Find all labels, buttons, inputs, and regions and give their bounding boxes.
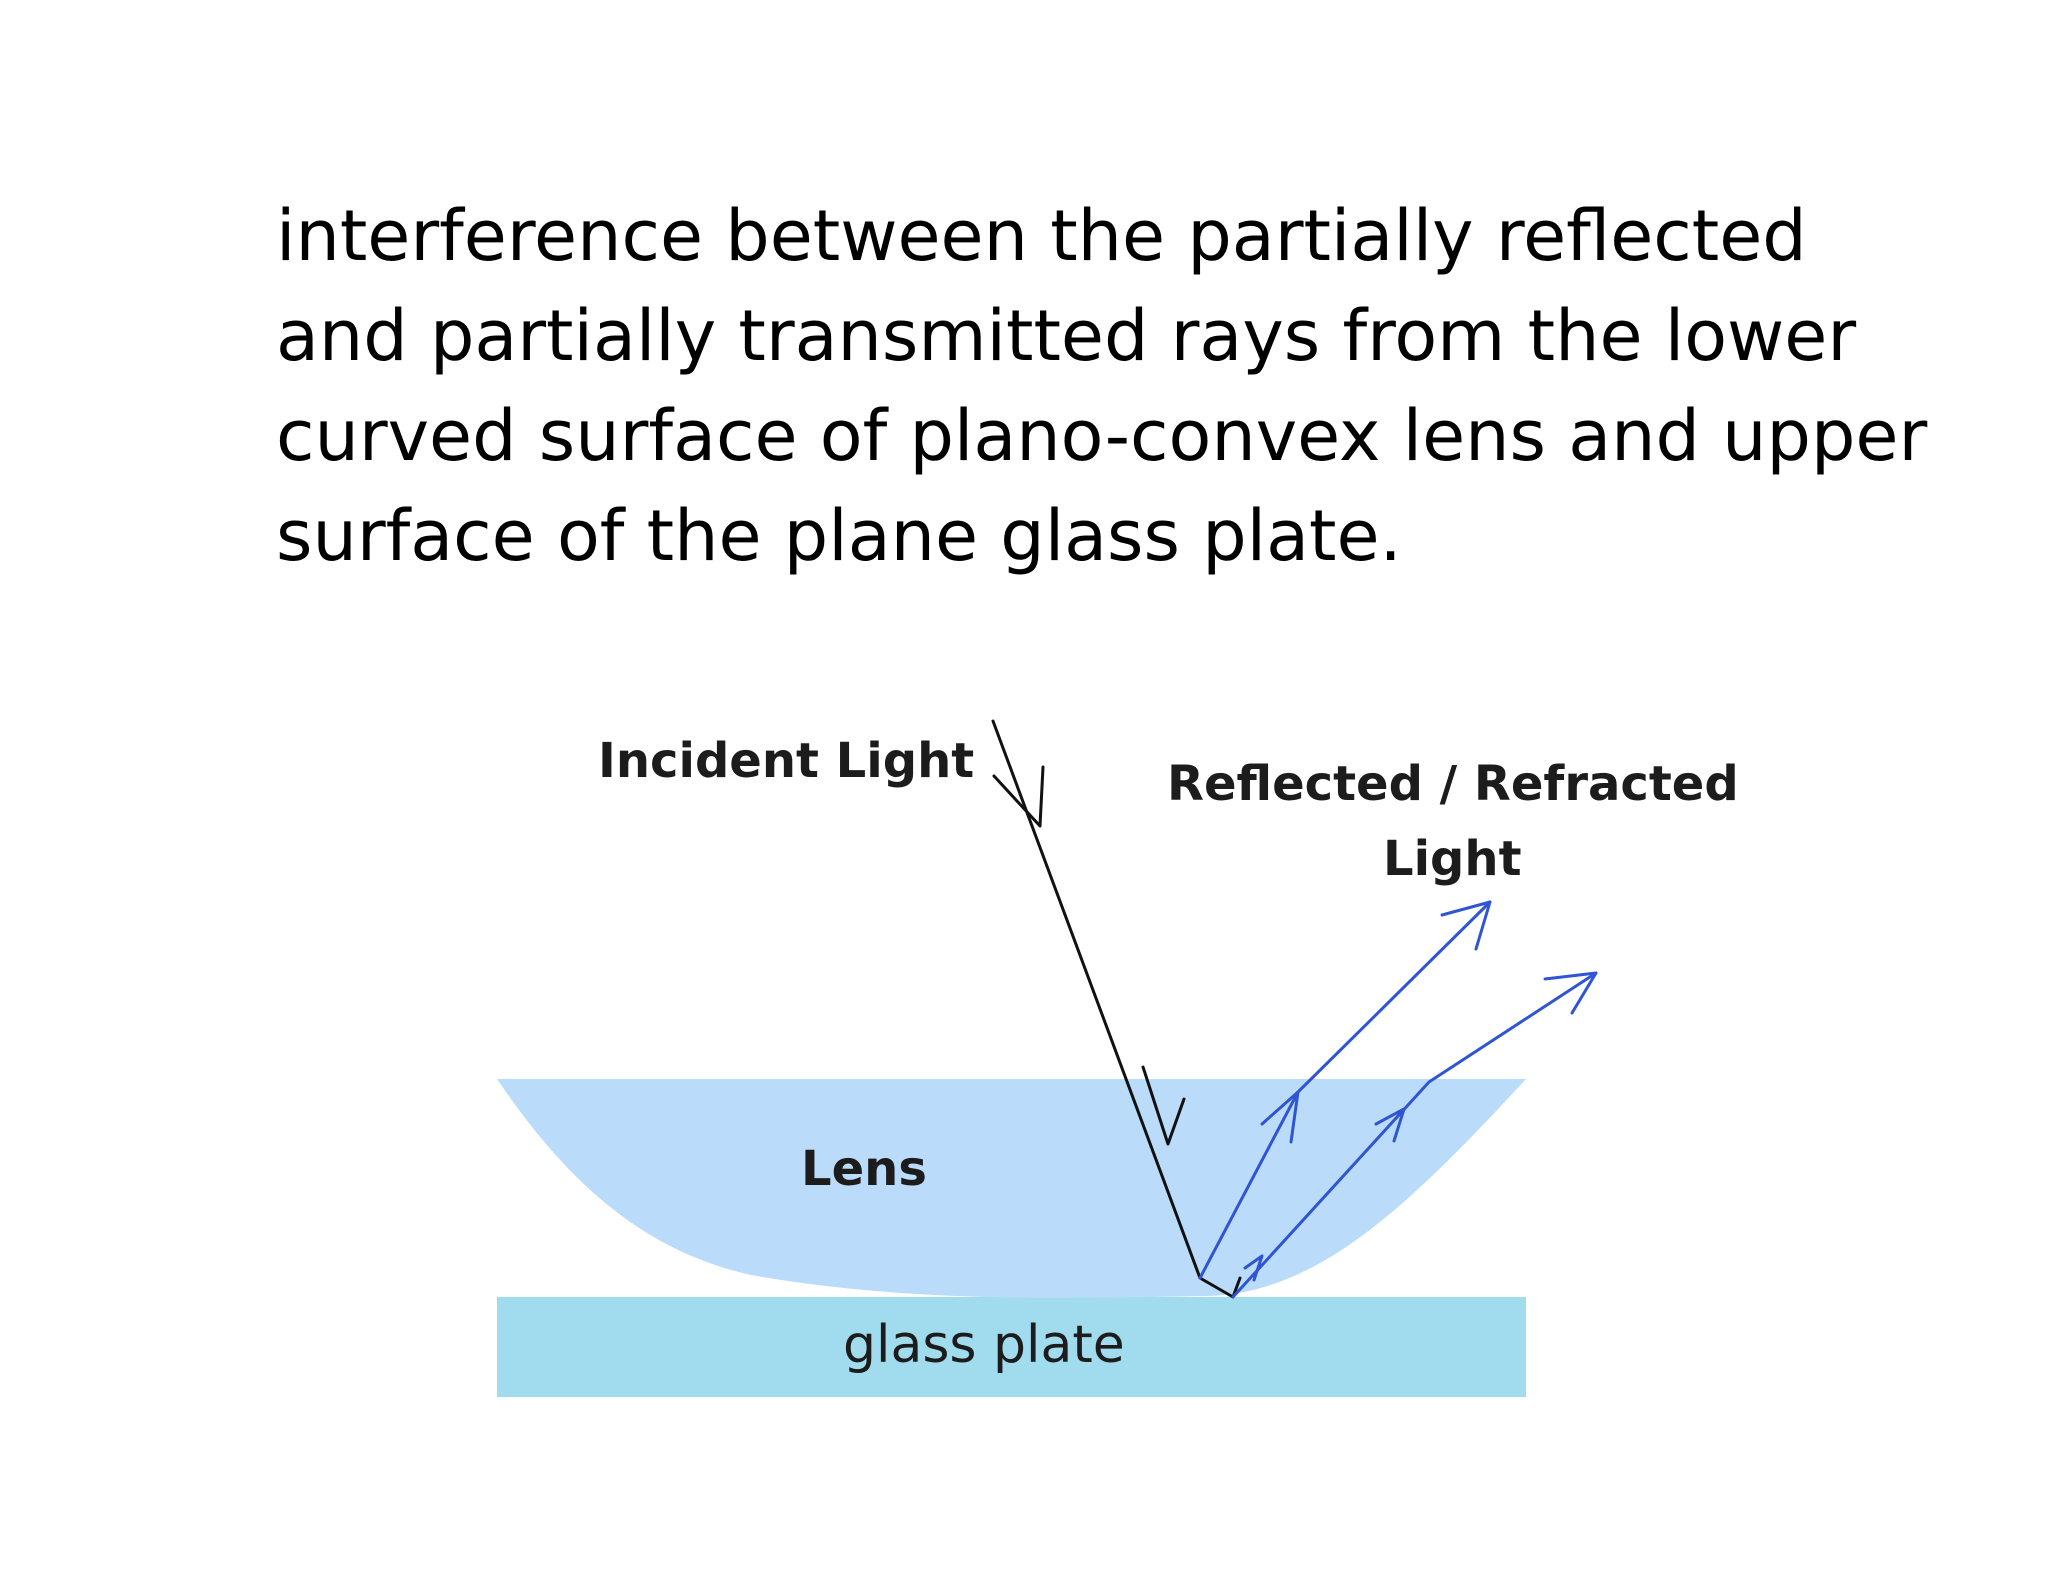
reflected-ray-1-midarrow: [1260, 1090, 1300, 1144]
reflected-ray-2-arrowhead: [1543, 971, 1598, 1015]
body-line-4: surface of the plane glass plate.: [276, 495, 1402, 577]
glass-plate-label: glass plate: [843, 1315, 1125, 1375]
incident-arrowhead-upper: [992, 765, 1045, 828]
slide-body-text: interference between the partially refle…: [276, 186, 1996, 586]
plano-convex-lens: [497, 1079, 1526, 1298]
reflected-light-label-line1: Reflected / Refracted: [1167, 756, 1739, 812]
incident-arrowhead-lower: [1141, 1065, 1186, 1146]
body-line-1: interference between the partially refle…: [276, 195, 1807, 277]
body-line-3: curved surface of plano-convex lens and …: [276, 395, 1928, 477]
glass-plate: [497, 1297, 1526, 1397]
lens-label: Lens: [801, 1141, 927, 1197]
body-line-2: and partially transmitted rays from the …: [276, 295, 1857, 377]
reflected-ray-2-lowarrow: [1243, 1254, 1264, 1282]
incident-ray: [991, 719, 1242, 1299]
reflected-ray-1-arrowhead: [1440, 900, 1492, 951]
reflected-light-label-line2: Light: [1383, 831, 1522, 887]
reflected-rays: [1198, 900, 1598, 1299]
reflected-ray-2: [1231, 971, 1598, 1299]
incident-light-label: Incident Light: [598, 733, 974, 789]
reflected-ray-2-midarrow: [1374, 1107, 1406, 1143]
